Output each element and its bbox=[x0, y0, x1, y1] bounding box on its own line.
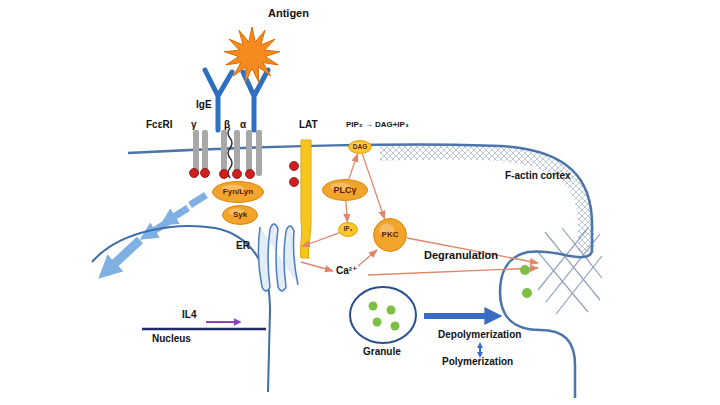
phospho-dot bbox=[220, 170, 229, 179]
transcription-arrow bbox=[206, 321, 240, 323]
phospho-dot bbox=[246, 170, 255, 179]
signal-arrow bbox=[349, 154, 358, 179]
annotation-text: Degranulation bbox=[424, 250, 498, 261]
granule-content bbox=[373, 318, 382, 327]
node-outline bbox=[297, 140, 315, 258]
oval-shape bbox=[339, 223, 358, 237]
node-text: IP₃ bbox=[343, 226, 352, 233]
annotation-text: PIP₂ → DAG+IP₃ bbox=[346, 121, 409, 129]
phospho-dot bbox=[233, 170, 242, 179]
oval-shape bbox=[213, 182, 264, 203]
star-shape bbox=[224, 27, 280, 82]
node-text: Antigen bbox=[268, 8, 309, 19]
annotation-text: F-actin cortex bbox=[505, 171, 571, 181]
annotation-text: IgE bbox=[196, 100, 212, 110]
node-text: LAT bbox=[299, 120, 318, 130]
signal-block-arrow bbox=[190, 195, 206, 205]
oval-shape bbox=[323, 180, 368, 201]
kinase-circle: PKC bbox=[373, 218, 407, 252]
equilibrium-arrow bbox=[479, 345, 481, 355]
node-text: Granule bbox=[363, 347, 401, 357]
gene-line bbox=[142, 328, 266, 331]
kinase-arrow bbox=[407, 238, 538, 263]
molecule-oval: DAG bbox=[348, 140, 372, 154]
granule-content bbox=[387, 306, 396, 315]
enzyme-oval: PLCγ bbox=[322, 179, 368, 201]
node-text: Syk bbox=[233, 211, 247, 219]
phospho-dot bbox=[290, 178, 299, 187]
node-outline bbox=[256, 215, 302, 295]
molecule-oval: IP₃ bbox=[338, 222, 358, 237]
node-outline bbox=[224, 28, 280, 82]
kinase-oval: Fyn/Lyn bbox=[212, 181, 264, 203]
signal-block-arrow bbox=[172, 208, 188, 218]
calcium-arrow bbox=[358, 250, 377, 266]
released-granule bbox=[522, 288, 532, 298]
annotation-text: α bbox=[240, 120, 246, 130]
oval-shape bbox=[349, 141, 372, 154]
annotation-text: Ca²⁺ bbox=[336, 266, 357, 276]
annotation-text: β bbox=[224, 120, 230, 130]
node-text: PKC bbox=[382, 231, 399, 239]
phospho-dot bbox=[201, 169, 210, 178]
calcium-release-arrow bbox=[301, 262, 333, 271]
node-text: Fyn/Lyn bbox=[223, 188, 253, 196]
oval-shape bbox=[223, 206, 258, 225]
vesicle-circle: Granule bbox=[349, 286, 417, 344]
plasma-membrane bbox=[128, 144, 592, 398]
node-outline bbox=[349, 286, 417, 344]
annotation-text: Nucleus bbox=[152, 334, 191, 344]
calcium-arrow bbox=[368, 268, 538, 275]
organelle-shape: ER bbox=[256, 215, 302, 295]
granule-outline bbox=[350, 287, 416, 343]
annotation-text: FcεRI bbox=[146, 120, 172, 130]
adaptor-bar: LAT bbox=[297, 140, 315, 258]
granule-content bbox=[369, 302, 378, 311]
receptor-chain bbox=[256, 130, 262, 176]
receptor-squiggle bbox=[228, 128, 232, 178]
node-text: PLCγ bbox=[333, 186, 356, 195]
receptor-chain bbox=[246, 130, 252, 176]
signal-arrow bbox=[346, 201, 348, 222]
released-granule bbox=[520, 265, 530, 275]
phospho-dot bbox=[190, 169, 199, 178]
annotation-text: IL4 bbox=[182, 310, 196, 320]
cisterna-shape bbox=[258, 224, 298, 291]
phospho-dot bbox=[290, 162, 299, 171]
signal-arrow bbox=[302, 233, 339, 247]
node-text: ER bbox=[236, 241, 250, 251]
nucleus-envelope bbox=[92, 226, 270, 392]
granule-transport-arrow bbox=[424, 313, 488, 319]
signal-arrow bbox=[362, 154, 384, 219]
kinase-oval: Syk bbox=[222, 205, 258, 225]
oval-shape bbox=[374, 219, 407, 252]
annotation-text: Polymerization bbox=[442, 357, 513, 367]
node-text: DAG bbox=[353, 144, 367, 151]
annotation-text: γ bbox=[191, 120, 197, 130]
bar-shape bbox=[300, 140, 311, 258]
annotation-text: Depolymerization bbox=[438, 330, 521, 340]
granule-content bbox=[391, 322, 400, 331]
ligand-star: Antigen bbox=[224, 28, 280, 82]
